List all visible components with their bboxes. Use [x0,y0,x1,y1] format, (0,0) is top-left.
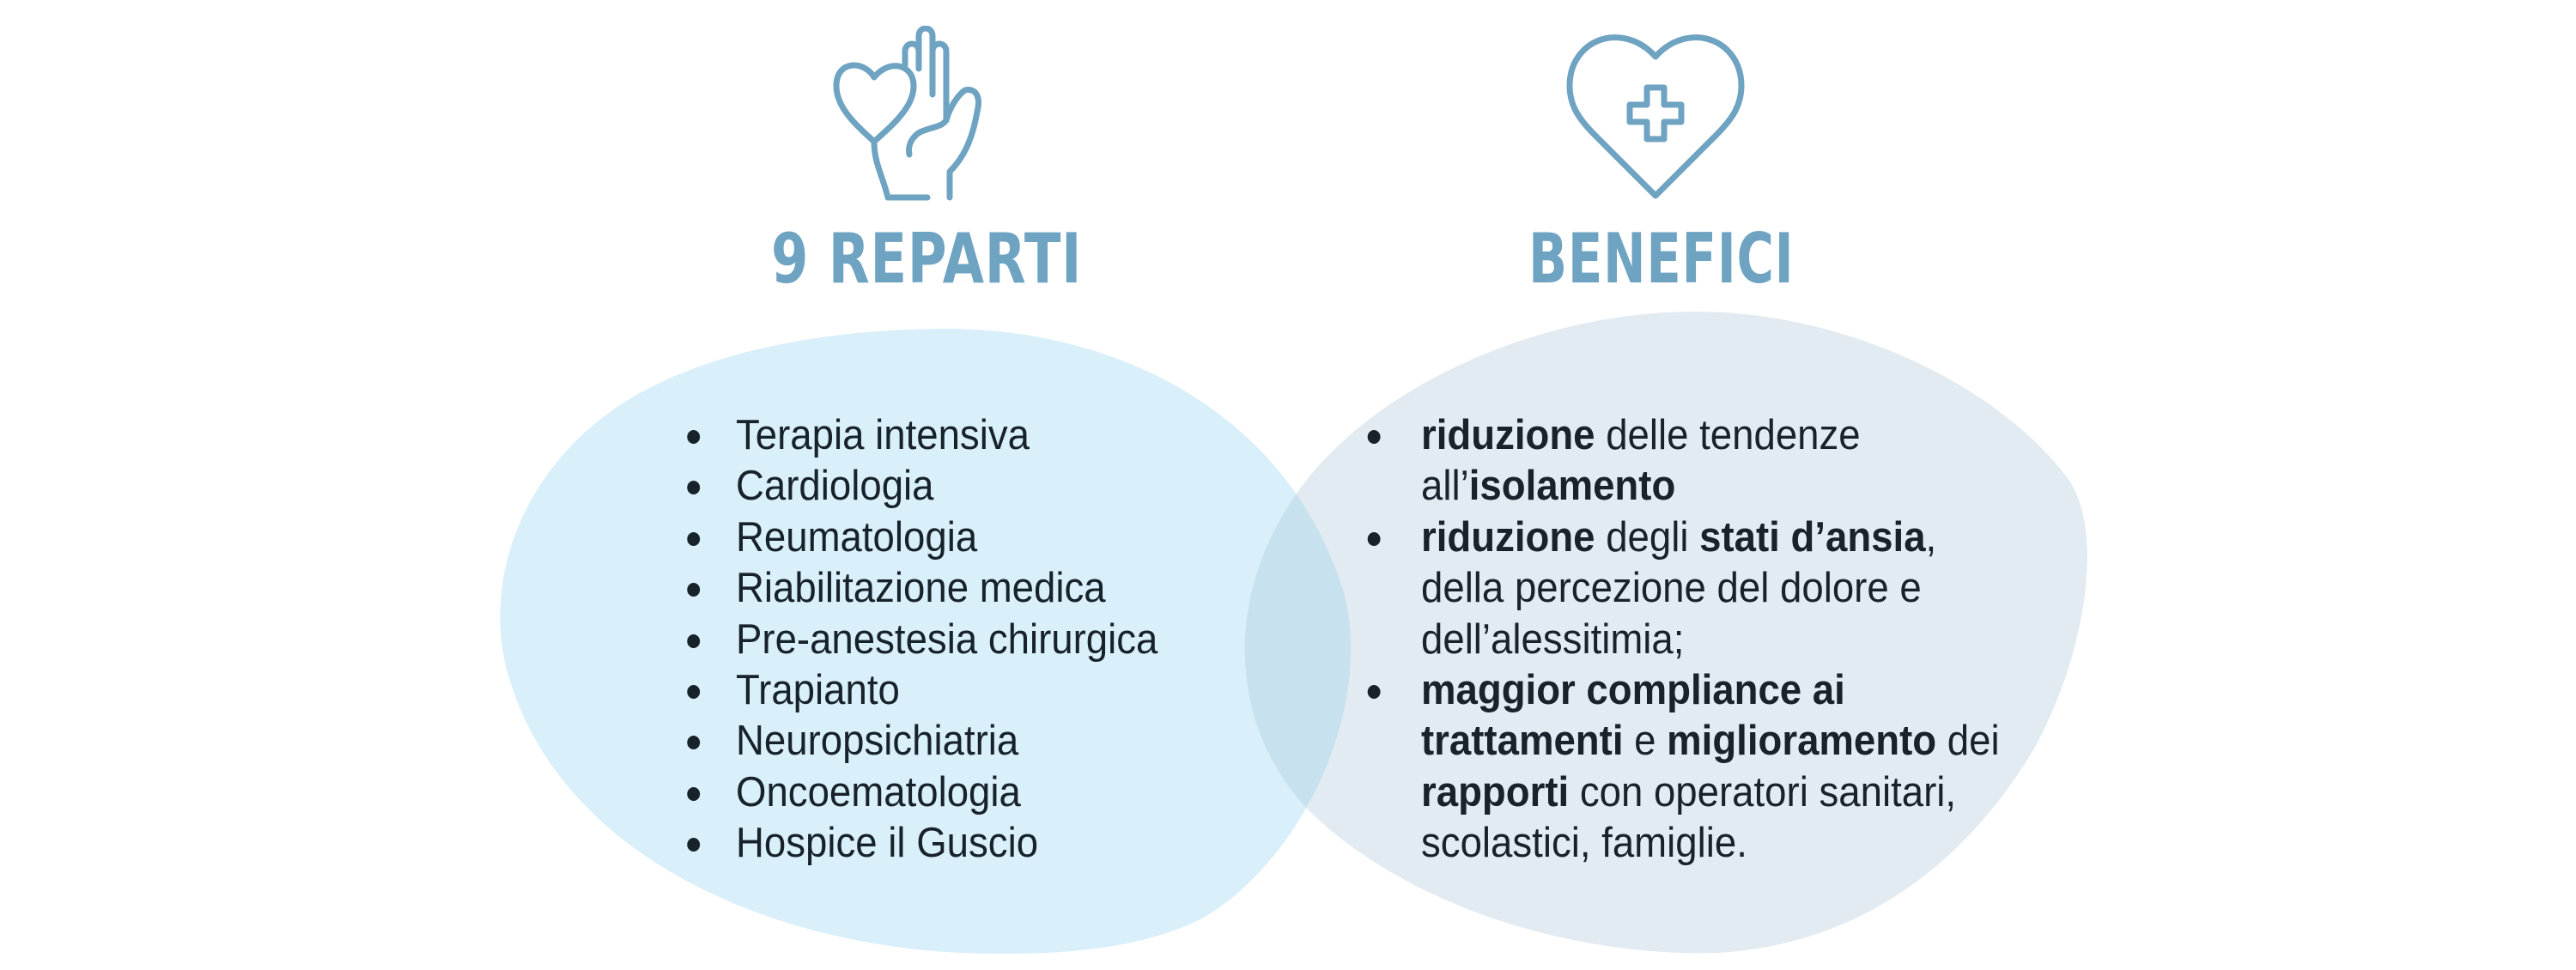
bullet-icon [1367,531,1381,546]
benefit-line: riduzione delle tendenze [1421,412,1861,458]
left-blob [500,329,1352,954]
list-item: Trapianto [687,665,1157,716]
bullet-icon [687,430,701,444]
department-label: Trapianto [736,667,900,714]
department-label: Riabilitazione medica [736,565,1106,612]
benefit-line: rapporti con operatori sanitari, [1421,768,1957,815]
bullet-icon [687,685,701,700]
bullet-icon [687,838,701,852]
list-item: Neuropsichiatria [687,716,1157,767]
benefit-line: trattamenti e miglioramento dei [1421,718,2000,765]
bullet-icon [687,786,701,801]
department-label: Neuropsichiatria [736,718,1019,765]
department-label: Reumatologia [736,513,978,561]
department-label: Pre-anestesia chirurgica [736,615,1158,663]
list-item: Cardiologia [687,461,1157,512]
bullet-icon [1367,685,1381,700]
benefit-item: riduzione degli stati d’ansia, della per… [1367,512,2000,665]
benefit-line: all’isolamento [1421,463,1676,510]
departments-list: Terapia intensiva Cardiologia Reumatolog… [687,410,1158,870]
heading-reparti: 9 REPARTI [771,219,1083,299]
bullet-icon [687,634,701,648]
list-item: Terapia intensiva [687,410,1157,461]
bullet-icon [687,736,701,750]
benefit-line: scolastici, famiglie. [1421,820,1747,867]
benefits-list: riduzione delle tendenze all’isolamento … [1367,410,2000,870]
benefit-line: della percezione del dolore e [1421,565,1922,612]
hand-heart-icon [829,26,986,202]
benefit-line: riduzione degli stati d’ansia, [1421,513,1937,561]
bullet-icon [687,481,701,495]
benefit-item: maggior compliance ai trattamenti e migl… [1367,665,2000,870]
department-label: Hospice il Guscio [736,820,1039,867]
department-label: Oncoematologia [736,768,1021,815]
list-item: Hospice il Guscio [687,818,1157,869]
heart-cross-icon [1564,31,1747,199]
list-item: Pre-anestesia chirurgica [687,615,1158,665]
list-item: Riabilitazione medica [687,563,1157,614]
heading-benefici: BENEFICI [1528,219,1795,299]
list-item: Oncoematologia [687,767,1157,818]
benefit-line: maggior compliance ai [1421,667,1845,714]
list-item: Reumatologia [687,512,1157,563]
department-label: Cardiologia [736,463,934,510]
bullet-icon [687,531,701,546]
right-blob [1244,312,2087,954]
bullet-icon [1367,430,1381,444]
bullet-icon [687,583,701,597]
department-label: Terapia intensiva [736,412,1030,458]
benefit-line: dell’alessitimia; [1421,615,1685,663]
benefit-item: riduzione delle tendenze all’isolamento [1367,410,2000,512]
